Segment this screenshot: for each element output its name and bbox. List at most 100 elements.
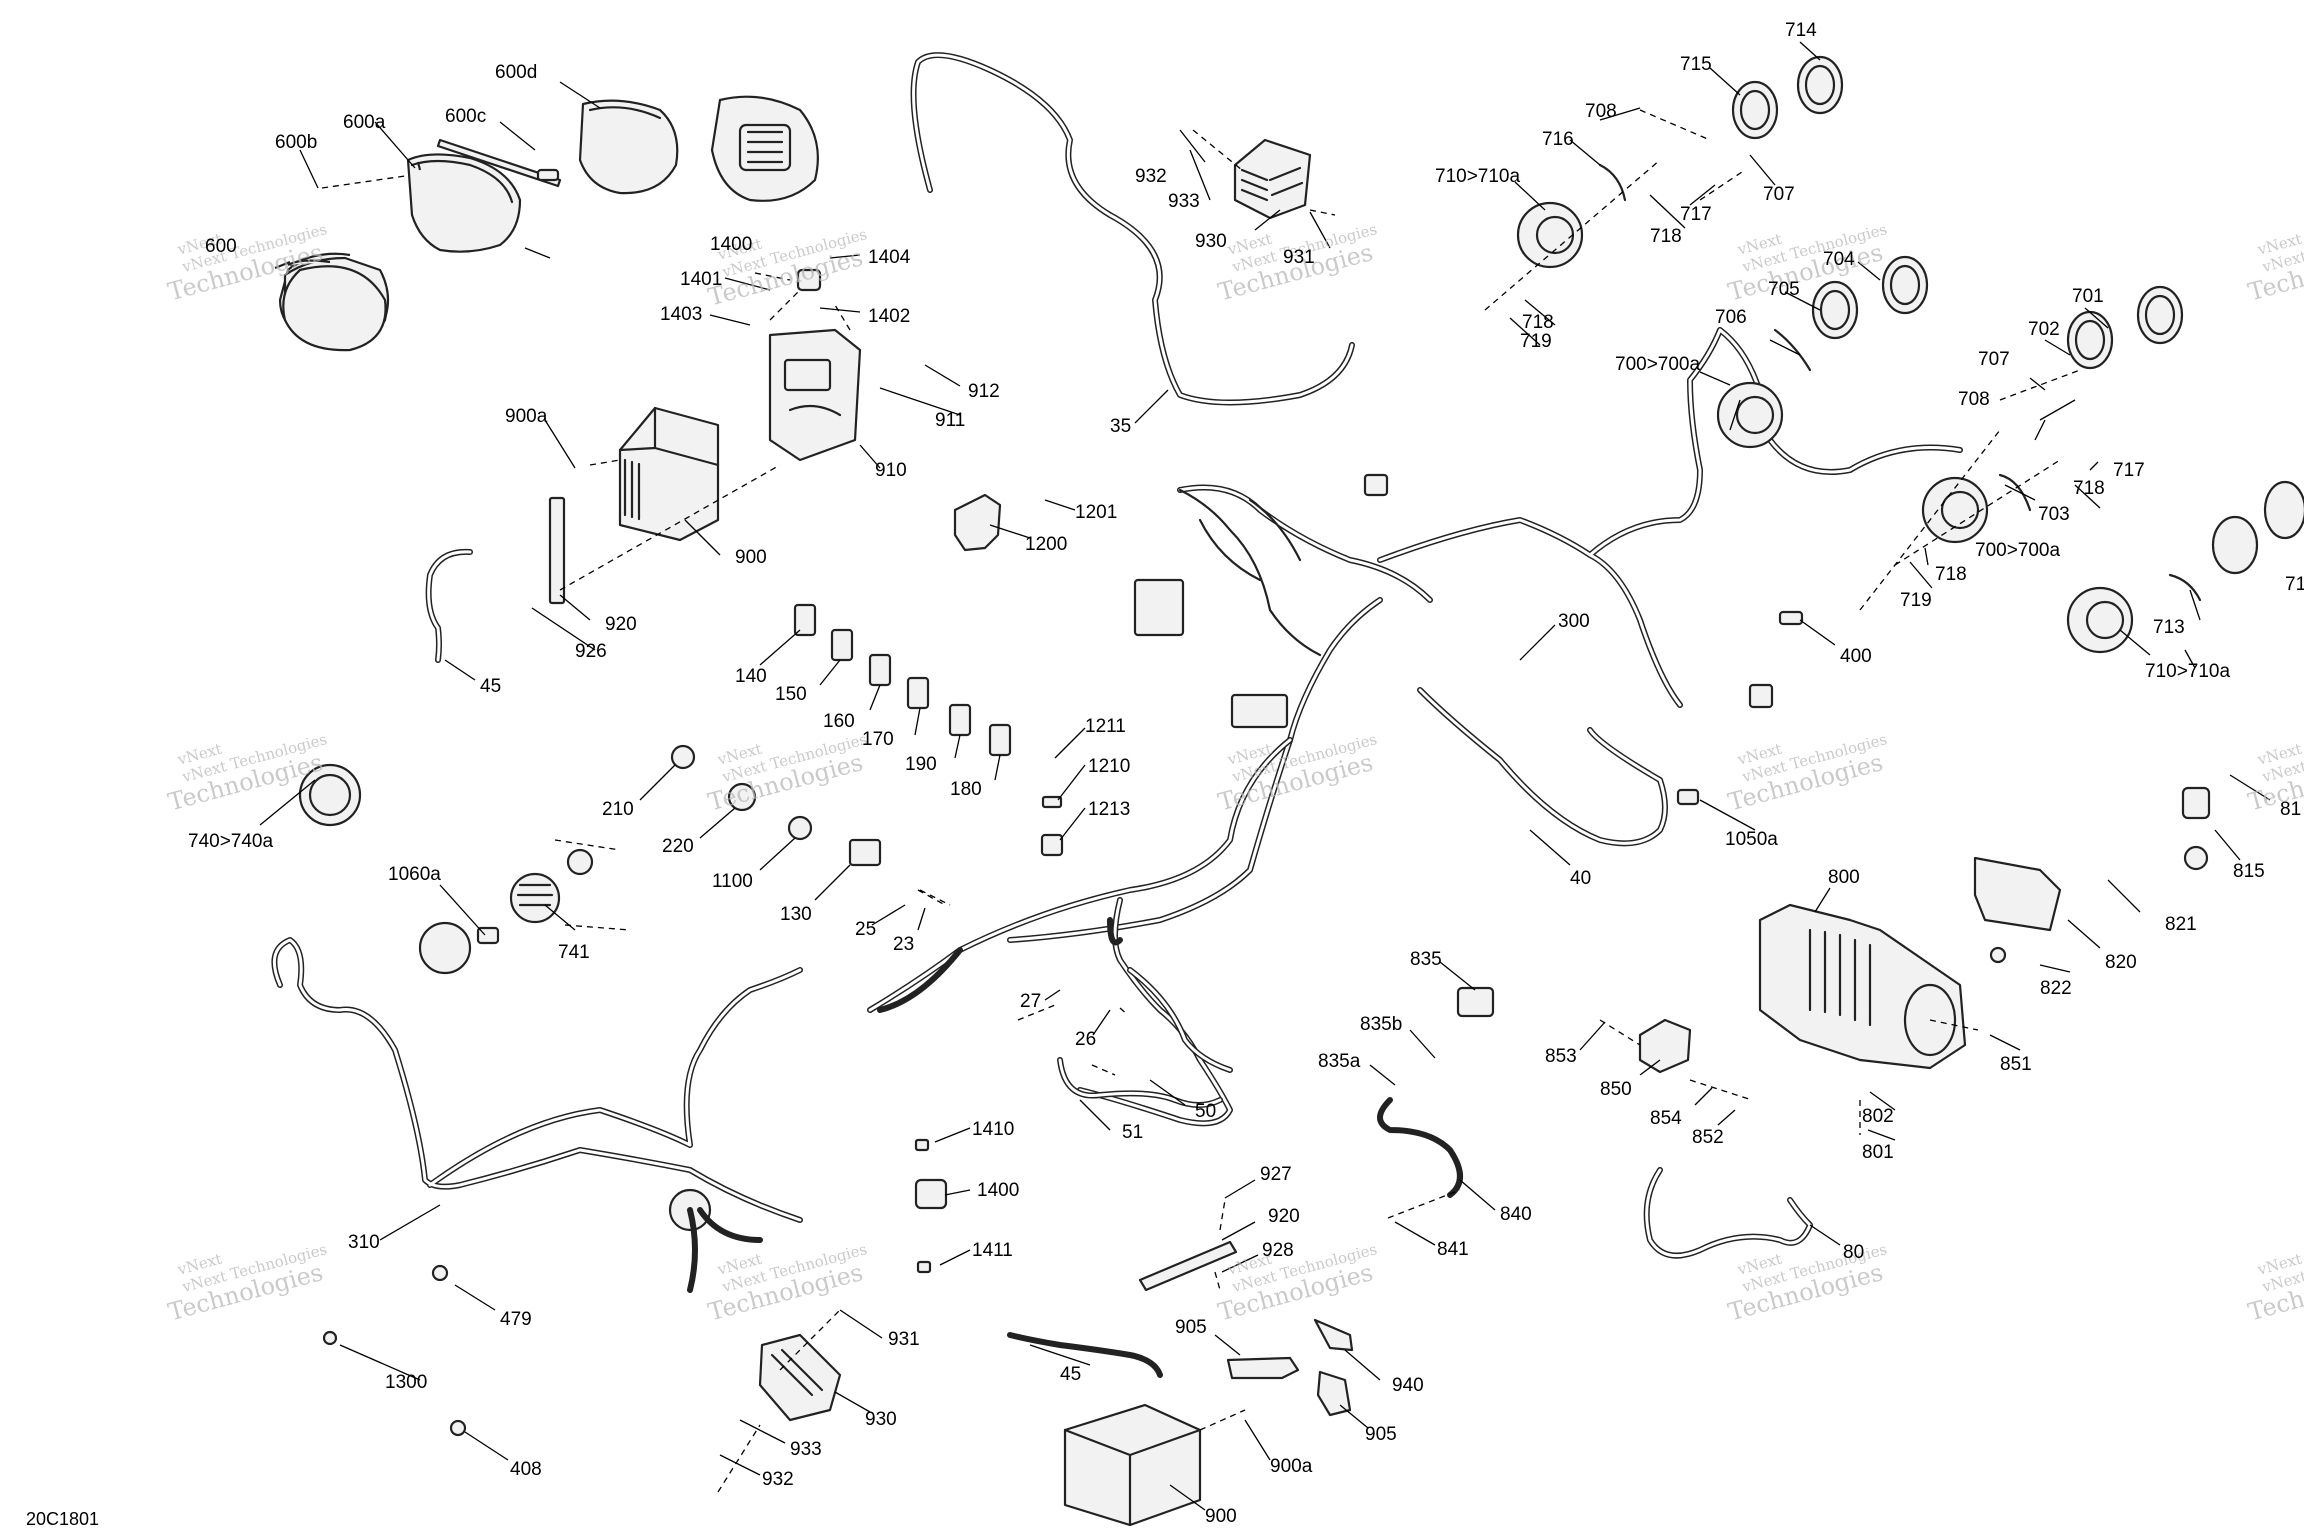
callout-label: 931 xyxy=(1283,247,1315,268)
callout-label: 71 xyxy=(2285,574,2304,595)
callout-label: 180 xyxy=(950,779,982,800)
cable-45-lower xyxy=(1007,1332,1163,1378)
component-400 xyxy=(1778,610,1804,626)
callout-label: 705 xyxy=(1768,279,1800,300)
fuse-940 xyxy=(1313,1318,1354,1352)
callout-label: 1400 xyxy=(710,234,752,255)
callout-label: 715 xyxy=(1680,54,1712,75)
callout-label: 835b xyxy=(1360,1014,1402,1035)
callout-label: 1200 xyxy=(1025,534,1067,555)
callout-label: 741 xyxy=(558,942,590,963)
regulator-930-lower xyxy=(758,1333,842,1422)
callout-label: 927 xyxy=(1260,1164,1292,1185)
watermarks: vNext vNext Technologies Technologies vN… xyxy=(165,220,2304,1326)
callout-label: 1403 xyxy=(660,304,702,325)
callout-label: 930 xyxy=(865,1409,897,1430)
callout-label: 1300 xyxy=(385,1372,427,1393)
battery-900 xyxy=(1063,1403,1202,1527)
callout-label: 822 xyxy=(2040,978,2072,999)
callout-label: 27 xyxy=(1020,991,1041,1012)
callout-label: 703 xyxy=(2038,504,2070,525)
callout-label: 80 xyxy=(1843,1242,1864,1263)
callout-label: 140 xyxy=(735,666,767,687)
callout-label: 300 xyxy=(1558,611,1590,632)
callout-label: 717 xyxy=(2113,460,2145,481)
callout-label: 932 xyxy=(1135,166,1167,187)
component-479 xyxy=(431,1264,449,1282)
callout-label: 835 xyxy=(1410,949,1442,970)
component-1213 xyxy=(1040,833,1064,857)
callout-label: 707 xyxy=(1978,349,2010,370)
callout-label: 714 xyxy=(1785,20,1817,41)
callout-label: 911 xyxy=(935,410,965,431)
callout-label: 26 xyxy=(1075,1029,1096,1050)
callout-label: 170 xyxy=(862,729,894,750)
callout-label: 702 xyxy=(2028,319,2060,340)
regulator-930-top xyxy=(1233,138,1312,220)
callout-label: 23 xyxy=(893,934,914,955)
callout-label: 1213 xyxy=(1088,799,1130,820)
callout-label: 40 xyxy=(1570,868,1591,889)
callout-label: 931 xyxy=(888,1329,920,1350)
callout-label: 479 xyxy=(500,1309,532,1330)
callout-label: 25 xyxy=(855,919,876,940)
relay-bracket-910 xyxy=(768,268,862,462)
callout-label: 933 xyxy=(1168,191,1200,212)
module-900 xyxy=(548,406,720,605)
callout-label: 600c xyxy=(445,106,486,127)
callout-label: 740>740a xyxy=(188,831,273,852)
callout-label: 220 xyxy=(662,836,694,857)
callout-label: 718 xyxy=(2073,478,2105,499)
callout-label: 928 xyxy=(1262,1240,1294,1261)
callout-label: 1100 xyxy=(712,871,753,892)
callout-label: 600a xyxy=(343,112,386,133)
part-drawings xyxy=(271,52,2304,1527)
callout-label: 718 xyxy=(1650,226,1682,247)
callout-label: 853 xyxy=(1545,1046,1577,1067)
callout-label: 905 xyxy=(1175,1317,1207,1338)
contactor-850 xyxy=(1638,1018,1692,1074)
callout-label: 718 xyxy=(1522,312,1554,333)
callout-label: 1211 xyxy=(1085,716,1126,737)
callout-label: 700>700a xyxy=(1615,354,1700,375)
callout-label: 600d xyxy=(495,62,537,83)
callout-label: 1411 xyxy=(972,1240,1013,1261)
callout-label: 700>700a xyxy=(1975,540,2060,561)
callout-label: 912 xyxy=(968,381,1000,402)
bracket-905 xyxy=(1226,1356,1300,1380)
callout-label: 852 xyxy=(1692,1127,1724,1148)
callout-label: 933 xyxy=(790,1439,822,1460)
diagram-code: 20C1801 xyxy=(26,1509,99,1529)
callout-label: 51 xyxy=(1122,1122,1143,1143)
callout-label: 1201 xyxy=(1075,502,1117,523)
callout-labels: 600d 600a 600c 600b 600 1400 1404 1401 1… xyxy=(188,20,2304,1527)
callout-label: 710>710a xyxy=(1435,166,1520,187)
callout-label: 160 xyxy=(823,711,855,732)
callout-label: 940 xyxy=(1392,1375,1424,1396)
callout-label: 802 xyxy=(1862,1106,1894,1127)
assembly-lines xyxy=(321,109,2081,1493)
callout-label: 704 xyxy=(1823,249,1855,270)
callout-label: 706 xyxy=(1715,307,1747,328)
strap-920-lower xyxy=(1138,1240,1238,1292)
component-1210 xyxy=(1041,795,1063,809)
light-1060a xyxy=(418,848,594,975)
bezel-600 xyxy=(282,259,387,352)
callout-label: 719 xyxy=(1520,331,1552,352)
cable-840 xyxy=(1377,1097,1463,1198)
relay-1400-lower xyxy=(914,1138,948,1274)
callout-label: 716 xyxy=(1542,129,1574,150)
callout-label: 718 xyxy=(1935,564,1967,585)
callout-label: 600b xyxy=(275,132,317,153)
callout-label: 920 xyxy=(605,614,637,635)
callout-label: 45 xyxy=(1060,1364,1081,1385)
callout-label: 900a xyxy=(1270,1456,1313,1477)
callout-label: 801 xyxy=(1862,1142,1894,1163)
callout-label: 932 xyxy=(762,1469,794,1490)
switches xyxy=(793,603,1012,757)
callout-label: 905 xyxy=(1365,1424,1397,1445)
callout-label: 1210 xyxy=(1088,756,1130,777)
callout-label: 1060a xyxy=(388,864,441,885)
callout-label: 210 xyxy=(602,799,634,820)
callout-label: 835a xyxy=(1318,1051,1361,1072)
